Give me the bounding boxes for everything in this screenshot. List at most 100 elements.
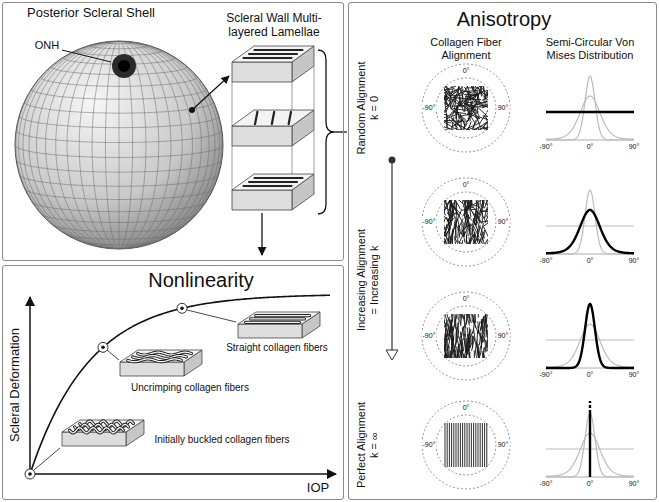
layer-edge	[314, 66, 315, 110]
fiber	[462, 423, 463, 467]
fiber	[459, 87, 463, 98]
fiber	[481, 338, 482, 350]
collagen-fiber-core	[256, 315, 310, 316]
fiber	[461, 351, 462, 358]
fiber	[469, 93, 480, 97]
slab-front	[232, 62, 292, 82]
slab-top	[232, 174, 314, 190]
fiber	[479, 103, 488, 106]
dashed-circle	[422, 178, 510, 266]
degree-label: 0°	[586, 257, 595, 265]
anisotropy-figures	[386, 64, 634, 489]
fiber	[444, 200, 445, 204]
slab-top	[232, 46, 314, 62]
parallel	[40, 77, 197, 86]
fiber	[480, 318, 483, 330]
fiber	[473, 117, 479, 128]
fiber	[444, 94, 446, 105]
fiber	[449, 351, 450, 358]
fiber-state-label: Uncrimping collagen fibers	[131, 382, 249, 394]
dashed-circle	[436, 192, 496, 252]
column-heading: Collagen Fiber Alignment	[426, 36, 506, 62]
optic-nerve-head-core	[118, 60, 130, 72]
fiber	[471, 423, 472, 467]
collagen-fiber	[244, 185, 292, 187]
degree-label: -90°	[422, 441, 437, 449]
degree-label: -90°	[422, 218, 437, 226]
fiber	[468, 314, 470, 318]
fiber	[456, 121, 468, 122]
degree-label: 90°	[497, 332, 510, 340]
fiber	[479, 86, 488, 94]
fiber	[457, 346, 459, 358]
fiber	[448, 347, 449, 358]
alignment-axis	[391, 160, 392, 351]
sphere-shell	[15, 41, 223, 249]
pointer-arrow	[192, 76, 229, 110]
bracket-lead	[334, 131, 347, 132]
slab-front	[232, 190, 292, 210]
alignment-label: Random Alignment k = 0	[355, 59, 381, 157]
fiber	[452, 234, 453, 244]
fiber	[467, 423, 468, 467]
fiber	[453, 423, 454, 467]
fiber	[451, 119, 460, 127]
fiber	[478, 423, 479, 467]
fiber	[444, 334, 446, 346]
fiber	[444, 218, 445, 230]
alignment-label: Perfect Alignment k = ∞	[355, 400, 381, 491]
fiber	[468, 200, 472, 205]
fiber	[455, 239, 457, 244]
optic-nerve-head	[112, 54, 136, 78]
fiber	[444, 242, 451, 244]
fiber	[449, 423, 450, 467]
dashed-circle	[436, 415, 496, 475]
fiber	[483, 353, 487, 358]
fiber	[477, 122, 488, 128]
collagen-fiber	[256, 314, 310, 317]
axis-label: Scleral Deformation	[7, 328, 23, 442]
layer-edge	[314, 130, 315, 174]
fiber	[444, 321, 445, 332]
degree-label: -90°	[539, 371, 554, 379]
fiber	[461, 223, 462, 235]
fiber	[444, 108, 447, 117]
fiber	[446, 112, 455, 120]
parallel	[40, 213, 197, 222]
stress-strain-curve	[30, 295, 330, 474]
parallel	[90, 245, 149, 249]
fiber	[456, 100, 464, 109]
fiber	[469, 423, 470, 467]
degree-label: 0°	[462, 295, 471, 303]
meridian	[67, 41, 171, 249]
alignment-row	[422, 401, 634, 489]
fiber	[484, 315, 486, 327]
fiber	[476, 214, 480, 225]
fiber	[467, 92, 469, 104]
leader-line	[34, 448, 60, 470]
fiber	[462, 200, 467, 207]
state-marker	[177, 303, 187, 313]
sclera-sphere	[15, 41, 229, 250]
fiber	[470, 337, 474, 348]
distribution-curve	[546, 304, 634, 368]
collagen-fiber	[249, 53, 297, 55]
fiber	[461, 90, 473, 93]
reference-curve	[546, 324, 634, 367]
fiber-patch	[444, 314, 488, 358]
fiber	[464, 325, 466, 337]
distribution-curve	[589, 413, 591, 477]
meridian	[45, 41, 192, 249]
fiber	[464, 339, 465, 351]
fiber	[447, 355, 449, 358]
degree-label: -90°	[422, 332, 437, 340]
fiber	[484, 423, 485, 467]
reference-curve	[546, 96, 634, 139]
fiber	[450, 350, 452, 358]
fiber	[448, 232, 449, 244]
fiber	[478, 108, 487, 116]
fiber	[485, 339, 486, 351]
fiber	[465, 200, 469, 208]
